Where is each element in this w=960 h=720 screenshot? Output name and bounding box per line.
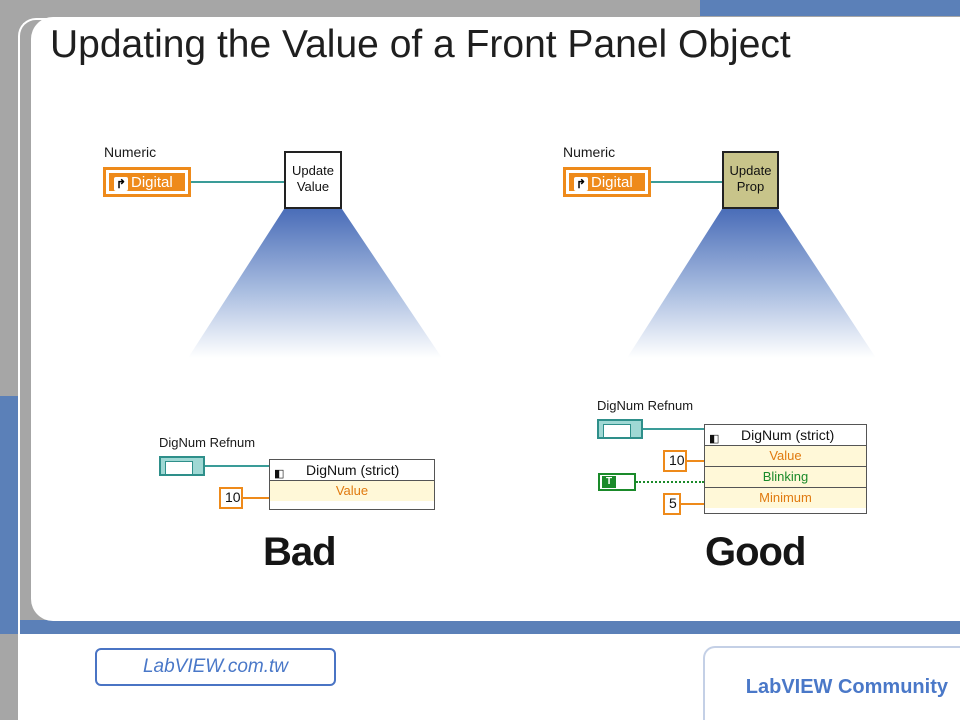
property-node-class: DigNum (strict) (306, 462, 400, 478)
numeric-control-body: ↱ Digital (569, 173, 645, 191)
property-node-good[interactable]: ◧ DigNum (strict) Value Blinking Minimum (704, 424, 867, 514)
numeric-constant-bad[interactable]: 10 (219, 487, 243, 509)
refnum-label-bad: DigNum Refnum (159, 435, 256, 450)
refnum-control-good[interactable] (597, 419, 643, 439)
numeric-control-text: Digital (591, 174, 633, 191)
boolean-true-icon: T (602, 476, 616, 488)
property-node-header: ◧ DigNum (strict) (705, 425, 866, 446)
wire-bad (191, 181, 284, 183)
bool-wire (636, 481, 704, 483)
ref-wire-bad (205, 465, 269, 467)
refnum-control-bad[interactable] (159, 456, 205, 476)
refnum-icon (603, 424, 631, 438)
ref-in-icon: ◧ (274, 468, 285, 480)
numeric-constant-5[interactable]: 5 (663, 493, 681, 515)
property-row-value[interactable]: Value (705, 446, 866, 467)
numeric-label-good: Numeric (563, 144, 616, 160)
property-node-header: ◧ DigNum (strict) (270, 460, 434, 481)
numeric-constant-good[interactable]: 10 (663, 450, 687, 472)
numeric-control-text: Digital (131, 174, 173, 191)
property-row-blinking[interactable]: Blinking (705, 467, 866, 488)
decor-band-left (0, 396, 18, 634)
site-link[interactable]: LabVIEW.com.tw (142, 656, 288, 677)
decor-corner (0, 634, 18, 720)
ref-arrow-icon: ↱ (574, 177, 588, 191)
value-wire-bad (243, 497, 269, 499)
value-wire-good (687, 460, 704, 462)
community-label: LabVIEW Community (745, 676, 948, 698)
community-box (703, 646, 960, 720)
property-node-class: DigNum (strict) (741, 427, 835, 443)
update-value-node[interactable]: Update Value (284, 151, 342, 209)
update-prop-node[interactable]: Update Prop (722, 151, 779, 209)
refnum-label-good: DigNum Refnum (597, 398, 694, 413)
numeric-control-bad[interactable]: ↱ Digital (103, 167, 191, 197)
boolean-constant[interactable]: T (598, 473, 636, 491)
numeric-control-good[interactable]: ↱ Digital (563, 167, 651, 197)
decor-band-top (700, 0, 960, 16)
wire-good (651, 181, 722, 183)
minimum-wire (681, 503, 704, 505)
numeric-label-bad: Numeric (104, 144, 157, 160)
property-row-value[interactable]: Value (270, 481, 434, 501)
ref-arrow-icon: ↱ (114, 177, 128, 191)
verdict-bad: Bad (263, 530, 337, 574)
property-row-minimum[interactable]: Minimum (705, 488, 866, 508)
site-link-box[interactable] (95, 648, 336, 686)
slide-frame-outline (18, 18, 958, 663)
page-title: Updating the Value of a Front Panel Obje… (50, 23, 791, 66)
ref-wire-good (643, 428, 704, 430)
verdict-good: Good (705, 530, 806, 574)
property-node-bad[interactable]: ◧ DigNum (strict) Value (269, 459, 435, 510)
numeric-control-body: ↱ Digital (109, 173, 185, 191)
refnum-icon (165, 461, 193, 475)
decor-band-bottom (18, 620, 960, 634)
ref-in-icon: ◧ (709, 433, 720, 445)
